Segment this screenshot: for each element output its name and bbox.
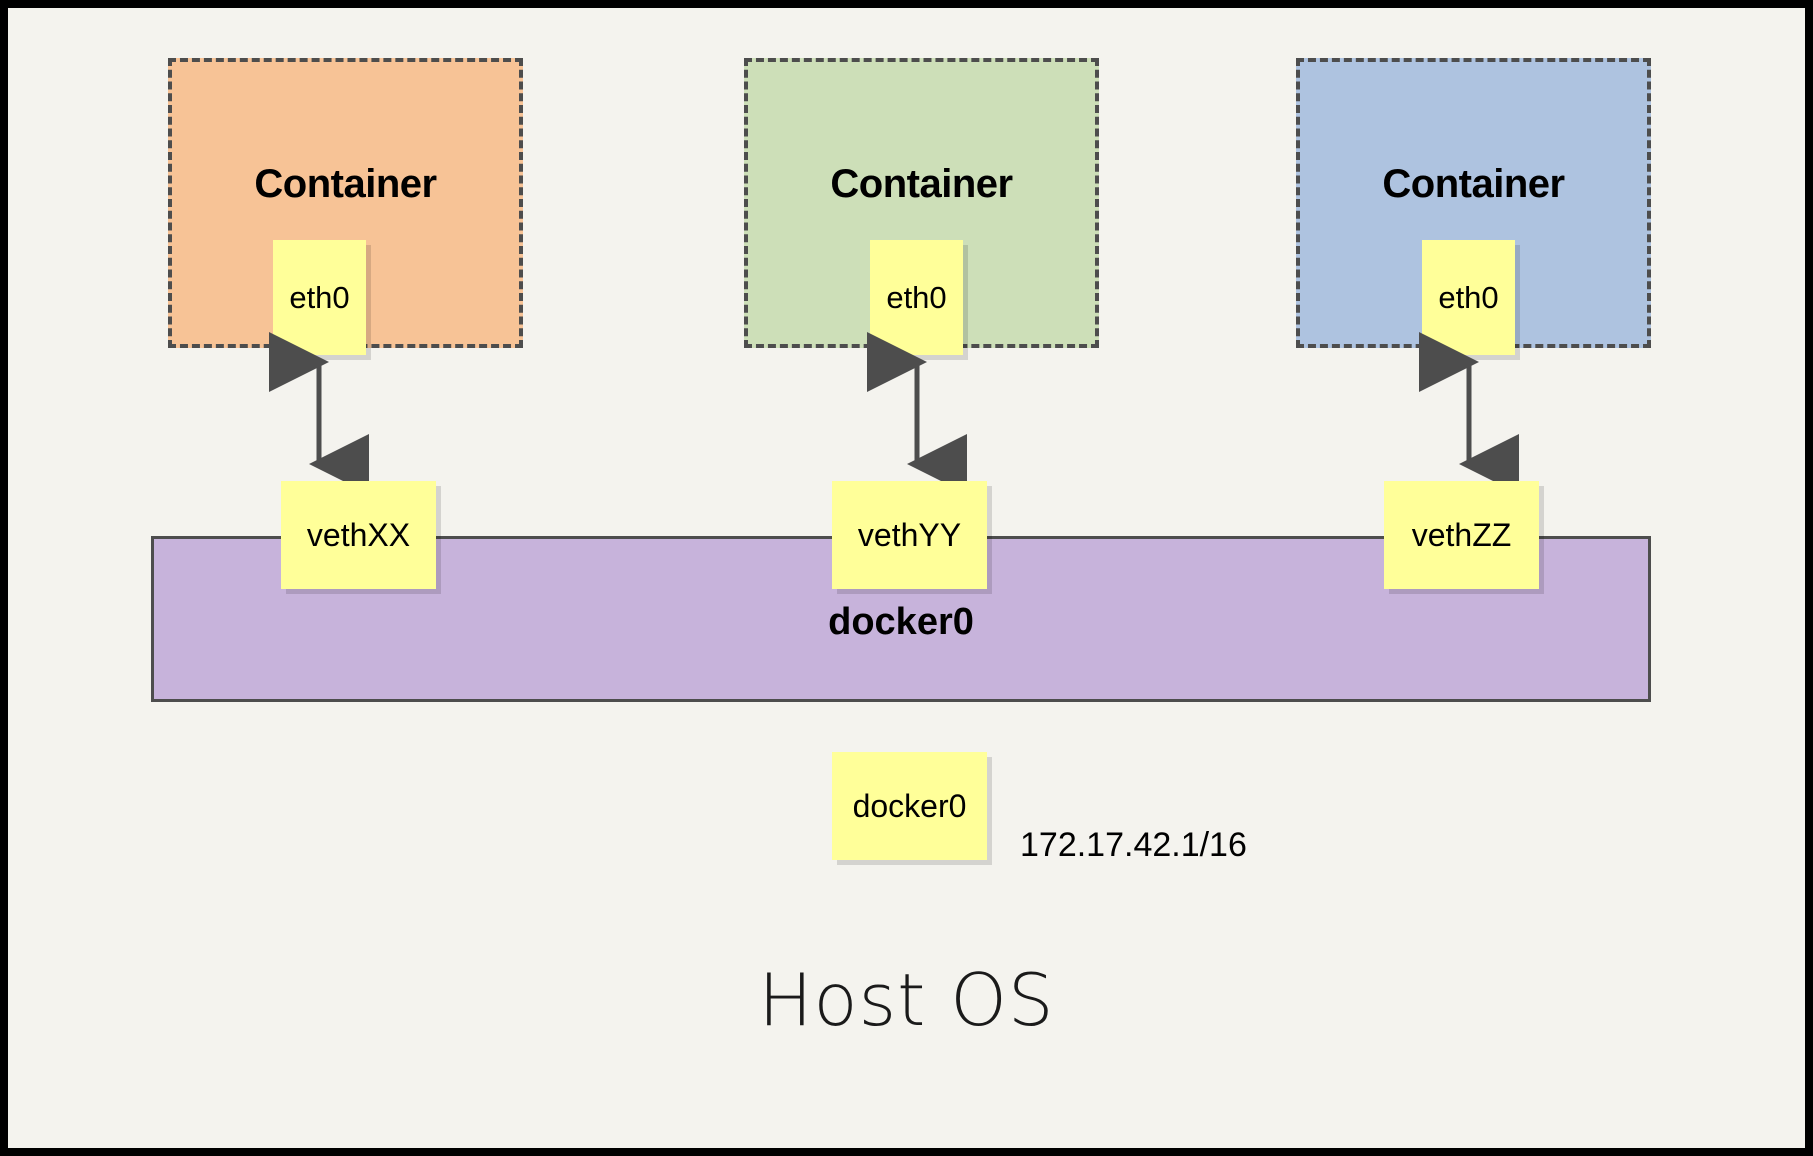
veth-label: vethYY [857, 516, 962, 553]
container-title: Container [254, 162, 437, 206]
veth-box-1: vethXX [281, 481, 436, 589]
container-title: Container [1382, 162, 1565, 206]
container-title: Container [830, 162, 1013, 206]
eth0-interface-box-1: eth0 [273, 240, 366, 355]
veth-box-2: vethYY [832, 481, 987, 589]
host-os-label: Host OS [758, 958, 1055, 1042]
veth-arrow-1 [269, 332, 369, 494]
docker0-ip-address: 172.17.42.1/16 [1020, 826, 1247, 864]
container-box-3: Container [1296, 58, 1651, 348]
eth0-label: eth0 [1438, 279, 1499, 315]
eth0-label: eth0 [289, 279, 350, 315]
veth-arrow-3 [1419, 332, 1519, 494]
eth0-label: eth0 [886, 279, 947, 315]
veth-label: vethXX [306, 516, 411, 553]
docker0-tag-label: docker0 [852, 787, 967, 824]
eth0-interface-box-3: eth0 [1422, 240, 1515, 355]
docker0-interface-box: docker0 [832, 752, 987, 860]
veth-box-3: vethZZ [1384, 481, 1539, 589]
veth-label: vethZZ [1411, 516, 1512, 553]
docker0-bridge-label: docker0 [828, 601, 974, 643]
eth0-interface-box-2: eth0 [870, 240, 963, 355]
veth-arrow-2 [867, 332, 967, 494]
